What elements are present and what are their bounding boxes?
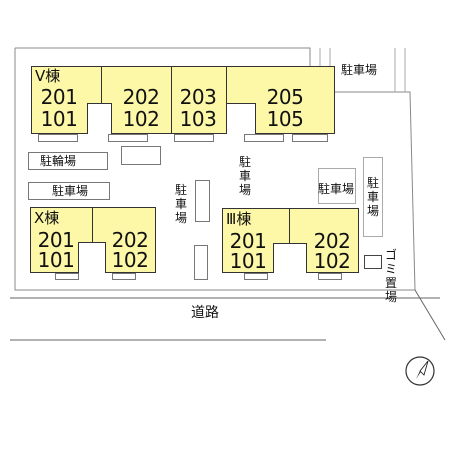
building-x-name: X棟	[34, 209, 60, 227]
parking-right-1-label: 駐車場	[318, 182, 355, 196]
unit-x-202: 202	[111, 228, 149, 252]
unit-v-201: 201	[40, 85, 78, 109]
parking-center-box	[121, 146, 161, 165]
unit-v-205: 205	[266, 85, 304, 109]
parking-vertical-1b-area	[194, 245, 208, 280]
unit-v-102: 102	[122, 107, 160, 131]
unit-v-101: 101	[40, 107, 78, 131]
unit-x-201: 201	[37, 228, 75, 252]
garbage-label: ゴミ置場	[385, 248, 398, 304]
garbage-box	[364, 255, 382, 269]
bicycle-parking-area	[28, 152, 108, 170]
unit-v-103: 103	[179, 107, 217, 131]
parking-left-area	[28, 182, 110, 200]
parking-top-right-label: 駐車場	[341, 63, 378, 77]
parking-vertical-2-area	[234, 148, 256, 204]
parking-vertical-2-label: 駐車場	[238, 155, 251, 197]
unit-iii-102: 102	[313, 249, 351, 273]
bicycle-parking-label: 駐輪場	[40, 154, 77, 168]
road-label: 道路	[191, 305, 219, 321]
unit-v-202: 202	[122, 85, 160, 109]
parking-right-2-area	[363, 157, 383, 237]
north-arrow-icon	[405, 356, 435, 386]
unit-iii-101: 101	[229, 249, 267, 273]
building-v: V棟 201 101 202 102 203 103 205 105	[31, 66, 335, 134]
building-x: X棟 201 101 202 102	[30, 207, 156, 273]
unit-iii-201: 201	[229, 229, 267, 253]
building-v-name: V棟	[35, 67, 61, 85]
unit-v-105: 105	[266, 107, 304, 131]
building-iii: Ⅲ棟 201 101 202 102	[222, 208, 359, 273]
parking-right-1-area	[318, 168, 356, 204]
parking-left-label: 駐車場	[52, 184, 89, 198]
building-iii-name: Ⅲ棟	[226, 210, 252, 228]
parking-right-2-label: 駐車場	[366, 176, 379, 218]
unit-iii-202: 202	[313, 229, 351, 253]
parking-vertical-1-area	[195, 180, 210, 222]
parking-vertical-1-label: 駐車場	[174, 183, 187, 225]
unit-x-101: 101	[37, 248, 75, 272]
unit-x-102: 102	[111, 248, 149, 272]
unit-v-203: 203	[179, 85, 217, 109]
